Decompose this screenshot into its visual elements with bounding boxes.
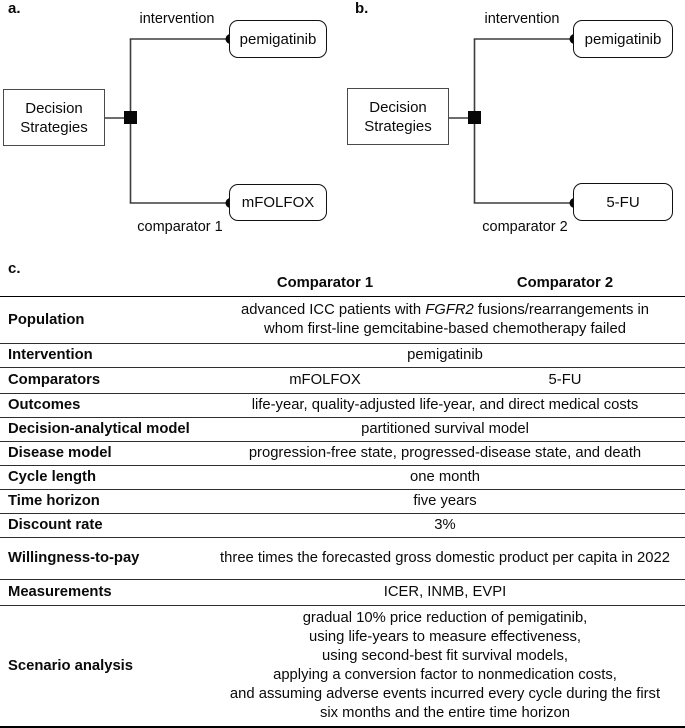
intervention-branch-label: intervention [139,11,215,27]
decision-tree-panel-b: b. Decision Strategies intervention pemi… [345,0,685,248]
decision-strategies-box: Decision Strategies [3,89,105,146]
row-label: Measurements [8,584,112,600]
root-box-line2: Strategies [20,118,88,136]
tree-connectors [105,34,236,208]
table-row-discount-rate: Discount rate 3% [0,514,685,538]
decision-strategies-box: Decision Strategies [347,88,449,145]
fgfr2-gene-italic: FGFR2 [425,302,474,318]
panel-label-a: a. [8,0,21,17]
row-value: ICER, INMB, EVPI [383,584,507,600]
row-value: advanced ICC patients with FGFR2 fusions… [205,297,685,343]
table-row-cycle-length: Cycle length one month [0,466,685,490]
table-row-decision-model: Decision-analytical model partitioned su… [0,418,685,442]
row-value: one month [410,469,480,485]
comparator1-branch-label: comparator 1 [137,219,223,235]
table-row-intervention: Intervention pemigatinib [0,344,685,368]
table-row-population: Population advanced ICC patients with FG… [0,297,685,344]
scenario-line: using life-years to measure effectivenes… [309,629,581,645]
decision-node-square [124,111,137,124]
table-row-outcomes: Outcomes life-year, quality-adjusted lif… [0,394,685,418]
table-row-comparators: Comparators mFOLFOX 5-FU [0,368,685,394]
table-row-measurements: Measurements ICER, INMB, EVPI [0,580,685,606]
row-label: Population [8,311,85,328]
table-header-row: Comparator 1 Comparator 2 [0,271,685,297]
pemigatinib-node-box: pemigatinib [573,20,673,58]
row-value: three times the forecasted gross domesti… [220,550,670,566]
row-label: Scenario analysis [8,657,134,674]
row-value: 3% [434,517,456,533]
root-box-line1: Decision [369,98,427,116]
decision-node-square [468,111,481,124]
row-label: Willingness-to-pay [8,550,140,566]
root-box-line1: Decision [25,99,83,117]
row-value: five years [413,493,477,509]
panel-label-c: c. [8,260,21,277]
header-spacer [0,282,205,286]
header-comparator-1: Comparator 1 [276,275,374,291]
row-value: partitioned survival model [361,421,529,437]
population-line1: advanced ICC patients with FGFR2 fusions… [241,302,649,318]
scenario-line: gradual 10% price reduction of pemigatin… [302,610,588,626]
comparator2-branch-label: comparator 2 [482,219,568,235]
row-value: gradual 10% price reduction of pemigatin… [205,606,685,726]
row-label: Disease model [8,445,112,461]
fu5-node-box: 5-FU [573,183,673,221]
scenario-line: six months and the entire time horizon [319,705,571,721]
intervention-branch-label: intervention [484,11,560,27]
row-label: Discount rate [8,517,103,533]
row-label: Time horizon [8,493,100,509]
root-box-line2: Strategies [364,117,432,135]
row-label: Decision-analytical model [8,421,190,437]
panel-label-b: b. [355,0,369,17]
mfolfox-node-box: mFOLFOX [229,184,327,221]
table-row-scenario-analysis: Scenario analysis gradual 10% price redu… [0,606,685,728]
pemigatinib-node-box: pemigatinib [229,20,327,58]
row-value: pemigatinib [407,347,483,363]
decision-tree-panel-a: a. Decision Strategies intervention pemi… [0,0,340,248]
population-line2: whom first-line gemcitabine-based chemot… [264,321,626,337]
header-comparator-2: Comparator 2 [516,275,614,291]
row-value: progression-free state, progressed-disea… [248,445,642,461]
scenario-line: and assuming adverse events incurred eve… [229,686,661,702]
row-label: Cycle length [8,469,96,485]
table-row-willingness-to-pay: Willingness-to-pay three times the forec… [0,538,685,580]
table-row-time-horizon: Time horizon five years [0,490,685,514]
study-design-table: Comparator 1 Comparator 2 Population adv… [0,271,685,728]
row-label: Comparators [8,372,101,388]
table-row-disease-model: Disease model progression-free state, pr… [0,442,685,466]
row-label: Outcomes [8,397,81,413]
scenario-line: applying a conversion factor to nonmedic… [273,667,617,683]
scenario-line: using second-best fit survival models, [322,648,568,664]
row-value: life-year, quality-adjusted life-year, a… [251,397,639,413]
comparator2-value: 5-FU [548,372,582,388]
comparator1-value: mFOLFOX [289,372,361,388]
row-label: Intervention [8,347,93,363]
